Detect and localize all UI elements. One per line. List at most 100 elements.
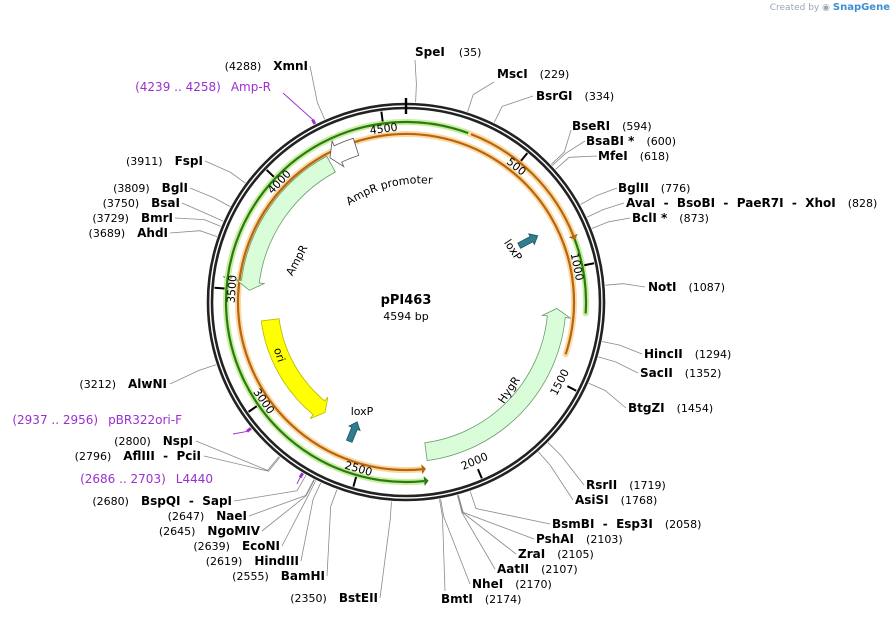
site-label: SacII(1352)	[640, 366, 721, 380]
site-label: BglII(776)	[618, 181, 690, 195]
site-leader-line	[204, 160, 246, 184]
orf-arrowhead-icon	[568, 233, 578, 240]
ampr-promoter-feature-arrow	[329, 137, 360, 168]
site-label: BclI *(873)	[632, 211, 709, 225]
primer-mark	[246, 427, 252, 433]
primer-marks	[246, 118, 317, 479]
site-label: RsrII(1719)	[586, 478, 666, 492]
tick-label: 500	[504, 155, 528, 178]
site-label: (2645)NgoMIV	[159, 524, 261, 538]
tick-label: 2000	[459, 450, 490, 473]
plasmid-name: pPI463	[381, 293, 432, 308]
site-leader-line	[602, 341, 643, 355]
site-label: NotI(1087)	[648, 280, 725, 294]
primer-leader-line	[232, 430, 248, 435]
tick-mark	[247, 405, 258, 413]
orf-line	[236, 132, 576, 472]
site-label: BsrGI(334)	[536, 89, 614, 103]
tick-mark	[352, 476, 358, 487]
site-label: (3689)AhdI	[89, 226, 168, 240]
site-leader-line	[174, 217, 221, 227]
site-leader-line	[233, 475, 307, 502]
site-label: BseRI(594)	[572, 119, 652, 133]
site-label: AatII(2107)	[497, 562, 578, 576]
site-label: (2619)HindIII	[206, 554, 299, 568]
site-label: AsiSI(1768)	[575, 493, 657, 507]
site-label: (2639)EcoNI	[193, 539, 280, 553]
site-label: (3911)FspI	[126, 154, 203, 168]
plasmid-backbone	[206, 98, 606, 502]
loxp-1-feature-arrow	[517, 233, 539, 249]
primer-label: (4239 .. 4258)Amp-R	[135, 80, 271, 94]
tick-label: 1500	[548, 367, 572, 398]
site-label: ZraI(2105)	[518, 547, 594, 561]
primer-label: (2937 .. 2956)pBR322ori-F	[12, 413, 182, 427]
site-label: (2350)BstEII	[290, 591, 378, 605]
primer-leader-line	[282, 92, 313, 120]
site-label: BmtI(2174)	[441, 592, 521, 606]
orf-arrowhead-icon	[421, 464, 426, 475]
site-leader-line	[555, 155, 598, 170]
site-leader-line	[458, 494, 535, 540]
tick-label: 3500	[225, 275, 240, 304]
feature-label-ampr-promoter: AmpR promoter	[344, 173, 434, 208]
site-leader-line	[439, 499, 446, 592]
tick-mark	[476, 468, 483, 479]
ampr-feature-arrow	[235, 155, 336, 291]
watermark-brand: SnapGene	[832, 2, 890, 13]
site-label: (2800)NspI	[114, 434, 193, 448]
site-leader-line	[457, 494, 517, 555]
site-leader-line	[181, 202, 224, 222]
tick-label: 1000	[568, 252, 586, 282]
site-label: BsmBI - Esp3I(2058)	[552, 517, 701, 531]
site-label: (2680)BspQI - SapI	[92, 494, 232, 508]
orf-arrows	[222, 119, 590, 487]
site-leader-line	[493, 95, 534, 123]
site-leader-line	[309, 65, 326, 120]
site-label: (3809)BglI	[113, 181, 188, 195]
primer-label: (2686 .. 2703)L4440	[80, 472, 213, 486]
site-leader-line	[605, 283, 646, 288]
primer-mark	[311, 118, 317, 125]
site-label: (3212)AlwNI	[79, 377, 167, 391]
tick-mark	[566, 385, 577, 392]
site-leader-line	[598, 356, 639, 374]
site-label: PshAI(2103)	[536, 532, 623, 546]
tick-mark	[265, 169, 275, 178]
site-leader-line	[538, 451, 574, 501]
site-leader-line	[195, 440, 280, 471]
primer-leader-line	[296, 477, 301, 485]
tick-mark	[214, 286, 225, 290]
feature-label-loxp-2: loxP	[351, 405, 374, 418]
site-leader-line	[547, 442, 585, 486]
tick-mark	[584, 262, 595, 267]
site-leader-line	[457, 495, 496, 570]
hygr-feature-arrow	[424, 308, 572, 462]
site-leader-line	[552, 140, 586, 166]
watermark-created-by: Created by	[769, 3, 820, 13]
tick-label: 4500	[369, 121, 398, 137]
site-leader-line	[248, 479, 315, 517]
site-label: MfeI(618)	[598, 149, 669, 163]
site-leader-line	[580, 187, 618, 205]
snapgene-watermark: Created by ◉ SnapGene	[770, 2, 890, 13]
site-leader-line	[203, 455, 281, 472]
tick-mark	[520, 152, 529, 162]
site-label: BsaBI *(600)	[586, 134, 676, 148]
site-leader-line	[588, 382, 627, 409]
site-leader-line	[440, 498, 471, 585]
site-leader-line	[169, 364, 217, 385]
site-leader-line	[467, 81, 495, 112]
snapgene-logo-icon: ◉	[822, 3, 830, 13]
site-label: HincII(1294)	[644, 347, 731, 361]
site-label: (2647)NaeI	[168, 509, 247, 523]
site-label: MscI(229)	[497, 67, 569, 81]
site-label: (3729)BmrI	[92, 211, 173, 225]
feature-arrows	[235, 137, 572, 462]
site-leader-line	[300, 482, 322, 562]
site-label: (4288)XmnI	[225, 59, 308, 73]
orf-glow	[467, 131, 577, 239]
ori-feature-arrow	[260, 318, 329, 420]
site-leader-line	[189, 187, 231, 207]
